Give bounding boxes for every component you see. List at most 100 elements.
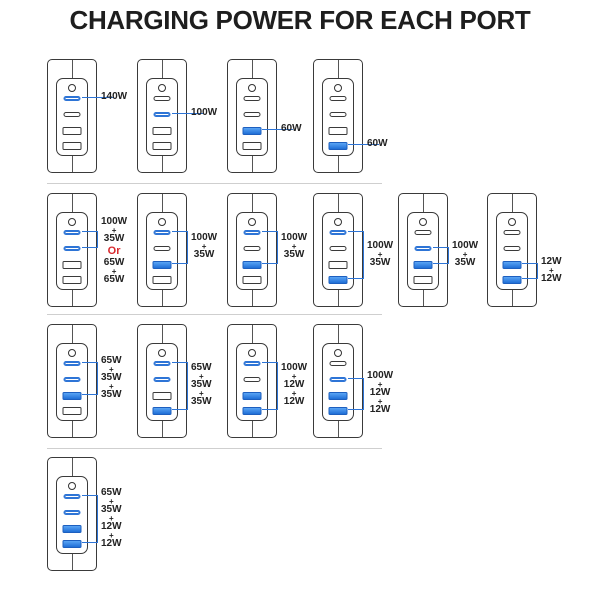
charger-config-card bbox=[47, 59, 97, 173]
power-label: 100W+12W+12W bbox=[281, 363, 307, 407]
indicator-light-icon bbox=[334, 218, 342, 226]
plug-seam bbox=[338, 154, 339, 172]
wattage-value: 65W bbox=[101, 355, 122, 366]
usb-c-port-1 bbox=[329, 361, 347, 366]
power-label: 100W+35W bbox=[281, 233, 307, 260]
usb-c-port-2 bbox=[63, 112, 81, 117]
plug-seam bbox=[338, 60, 339, 84]
wattage-value: 12W bbox=[369, 387, 391, 398]
usb-a-port-2-active bbox=[328, 407, 348, 415]
usb-c-port-2 bbox=[503, 246, 521, 251]
usb-a-port-2 bbox=[152, 276, 172, 284]
usb-a-port-2 bbox=[62, 407, 82, 415]
charger-body bbox=[322, 212, 354, 290]
wattage-value: 35W bbox=[193, 249, 215, 260]
wattage-value: 12W bbox=[369, 404, 391, 415]
wattage-value: 12W bbox=[541, 273, 562, 284]
indicator-light-icon bbox=[248, 349, 256, 357]
plug-seam bbox=[162, 194, 163, 218]
charger-body bbox=[56, 212, 88, 290]
wattage-value: 35W bbox=[454, 257, 476, 268]
wattage-value: 35W bbox=[369, 257, 391, 268]
charger-config-card bbox=[137, 59, 187, 173]
usb-a-port-2 bbox=[242, 142, 262, 150]
wattage-value: 100W bbox=[367, 240, 394, 251]
port-leader-line bbox=[262, 129, 293, 131]
usb-c-port-1-active bbox=[243, 230, 261, 235]
charger-config-card bbox=[227, 324, 277, 438]
charger-config-card bbox=[227, 193, 277, 307]
wattage-value: 35W bbox=[283, 249, 305, 260]
port-bracket-line bbox=[262, 230, 278, 264]
usb-a-port-1-active bbox=[62, 525, 82, 533]
port-bracket-line bbox=[348, 377, 364, 410]
usb-c-port-1 bbox=[153, 96, 171, 101]
usb-a-port-1 bbox=[328, 127, 348, 135]
wattage-value: 12W bbox=[283, 379, 305, 390]
charger-body bbox=[146, 212, 178, 290]
plug-seam bbox=[162, 154, 163, 172]
charger-body bbox=[56, 476, 88, 554]
plus-sign: + bbox=[108, 514, 114, 523]
usb-c-port-2-active bbox=[63, 246, 81, 251]
plus-sign: + bbox=[108, 382, 114, 391]
charger-config-card bbox=[137, 324, 187, 438]
indicator-light-icon bbox=[419, 218, 427, 226]
or-label: Or bbox=[107, 245, 121, 257]
plug-seam bbox=[252, 288, 253, 306]
usb-c-port-1-active bbox=[153, 361, 171, 366]
wattage-value: 100W bbox=[191, 232, 218, 243]
wattage-value: 100W bbox=[281, 362, 308, 373]
charger-config-card bbox=[487, 193, 537, 307]
plus-sign: + bbox=[377, 397, 383, 406]
indicator-light-icon bbox=[334, 84, 342, 92]
usb-c-port-1 bbox=[503, 230, 521, 235]
plug-seam bbox=[423, 288, 424, 306]
wattage-value: 100W bbox=[281, 232, 308, 243]
wattage-value: 65W bbox=[103, 257, 125, 268]
port-bracket-line bbox=[172, 361, 188, 410]
plug-seam bbox=[252, 154, 253, 172]
usb-a-port-1 bbox=[328, 261, 348, 269]
wattage-value: 35W bbox=[101, 372, 122, 383]
usb-c-port-1-active bbox=[329, 230, 347, 235]
plug-seam bbox=[338, 288, 339, 306]
plug-seam bbox=[338, 419, 339, 437]
plug-seam bbox=[162, 419, 163, 437]
usb-a-port-2 bbox=[62, 276, 82, 284]
plus-sign: + bbox=[462, 250, 468, 259]
usb-c-port-2 bbox=[329, 246, 347, 251]
plug-seam bbox=[338, 194, 339, 218]
charger-body bbox=[322, 78, 354, 156]
usb-c-port-2 bbox=[153, 246, 171, 251]
row-divider bbox=[47, 314, 382, 315]
usb-a-port-1-active bbox=[502, 261, 522, 269]
plus-sign: + bbox=[198, 389, 204, 398]
port-bracket-line bbox=[522, 263, 538, 279]
plug-seam bbox=[72, 288, 73, 306]
power-label: 12W+12W bbox=[541, 257, 562, 284]
charger-config-card bbox=[47, 324, 97, 438]
plug-seam bbox=[338, 325, 339, 349]
indicator-light-icon bbox=[508, 218, 516, 226]
usb-c-port-2-active bbox=[63, 377, 81, 382]
usb-c-port-1-active bbox=[63, 361, 81, 366]
charger-body bbox=[56, 343, 88, 421]
usb-c-port-1-active bbox=[243, 361, 261, 366]
power-label: 140W bbox=[101, 92, 127, 102]
wattage-value: 35W bbox=[191, 396, 212, 407]
port-bracket-line bbox=[82, 494, 98, 543]
wattage-value: 65W bbox=[191, 362, 212, 373]
usb-c-port-1-active bbox=[63, 230, 81, 235]
power-label: 100W bbox=[191, 108, 217, 118]
plug-seam bbox=[72, 552, 73, 570]
port-leader-line bbox=[82, 96, 113, 98]
plug-seam bbox=[423, 194, 424, 218]
port-bracket-line bbox=[82, 230, 98, 248]
power-label: 65W+35W+35W bbox=[191, 363, 212, 407]
wattage-value: 65W bbox=[103, 274, 125, 285]
plug-seam bbox=[512, 288, 513, 306]
port-leader-line bbox=[348, 144, 379, 146]
plus-sign: + bbox=[377, 380, 383, 389]
